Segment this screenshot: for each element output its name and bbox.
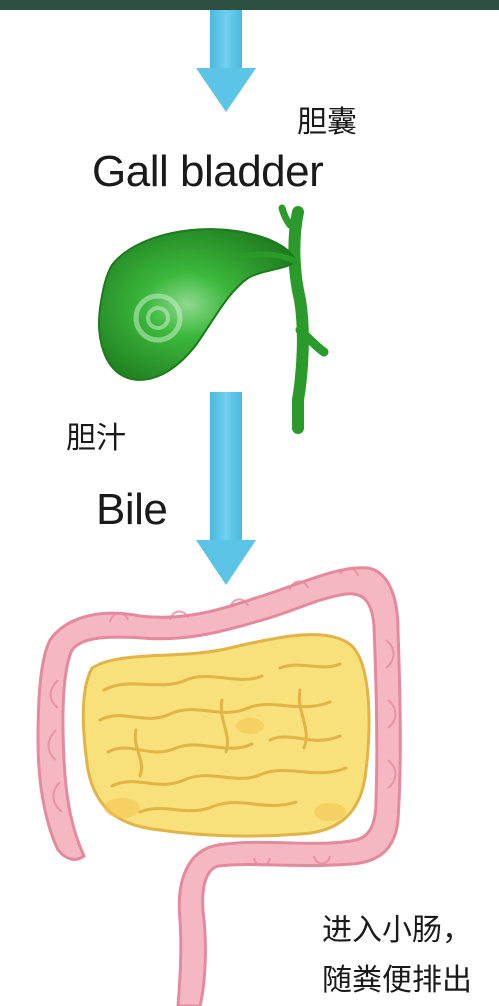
down-arrow-icon	[196, 392, 256, 585]
bile-cn-label: 胆汁	[66, 424, 126, 454]
gallbladder-duct	[282, 208, 324, 428]
bile-en-label: Bile	[96, 488, 167, 532]
intestine-caption-line2: 随粪便排出	[322, 966, 472, 996]
gallbladder-en-label: Gall bladder	[92, 150, 323, 194]
gallbladder-cn-label: 胆囊	[297, 108, 357, 138]
intestine-caption-line1: 进入小肠，	[322, 916, 472, 946]
gallbladder-illustration	[99, 229, 296, 380]
down-arrow-icon	[196, 10, 256, 112]
